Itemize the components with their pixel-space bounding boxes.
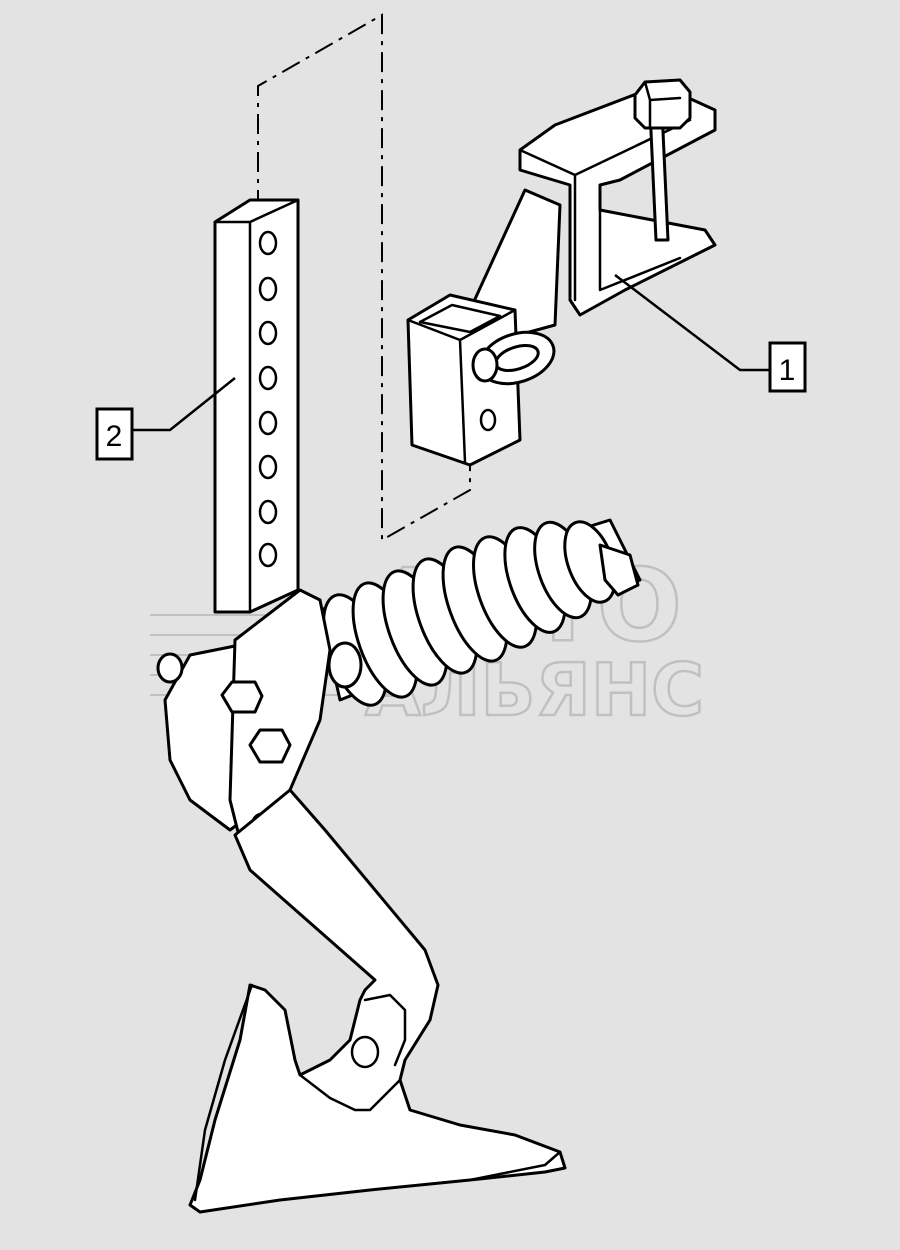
- assembly-lines: [257, 13, 471, 542]
- callout-1: 1: [614, 274, 807, 393]
- part-1-clamp-bracket: [406, 78, 717, 467]
- hinge-bolt-lower-icon: [248, 728, 292, 764]
- hinge-bolt-upper-icon: [220, 680, 264, 714]
- callout-2: 2: [95, 377, 236, 461]
- callout-1-box: [768, 341, 807, 393]
- shank-and-sweep: [188, 788, 567, 1214]
- bolt-head-icon: [633, 78, 692, 130]
- spring-assembly: [318, 518, 642, 707]
- part-2-perforated-bar: [213, 198, 300, 614]
- assembly-line-left: [257, 13, 471, 542]
- callout-2-label: 2: [106, 420, 123, 453]
- callout-1-label: 1: [779, 354, 796, 387]
- callout-2-box: [95, 407, 134, 461]
- bar-holes: [258, 230, 278, 568]
- hinge-clamp: [156, 588, 332, 842]
